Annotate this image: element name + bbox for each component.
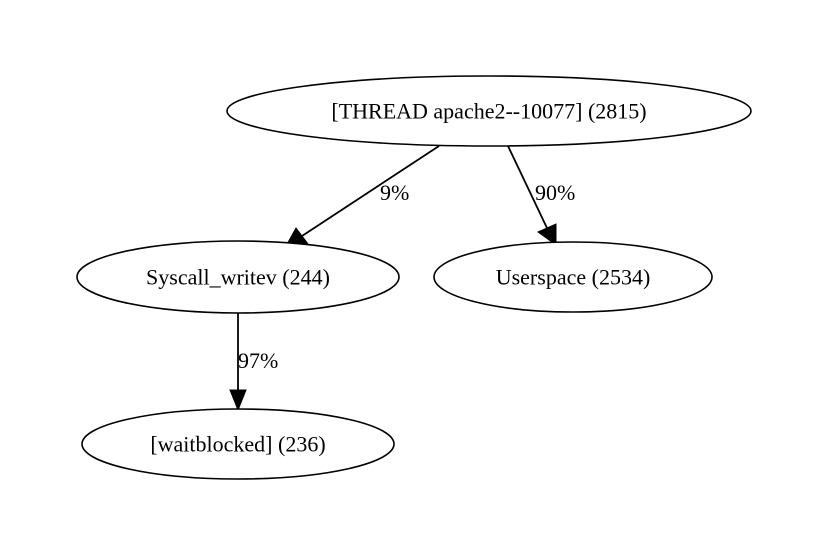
node-userspace: Userspace (2534) xyxy=(433,241,713,313)
node-label-syscall-writev: Syscall_writev (244) xyxy=(146,265,330,290)
edge-label-thread-userspace: 90% xyxy=(535,180,575,205)
node-label-userspace: Userspace (2534) xyxy=(496,265,651,290)
node-thread: [THREAD apache2--10077] (2815) xyxy=(226,75,752,147)
edge-syscall-waitblocked: 97% xyxy=(229,313,278,412)
edge-label-thread-syscall: 9% xyxy=(380,180,409,205)
node-waitblocked: [waitblocked] (236) xyxy=(81,408,395,480)
edge-label-syscall-waitblocked: 97% xyxy=(238,348,278,373)
node-label-thread: [THREAD apache2--10077] (2815) xyxy=(331,99,646,124)
node-label-waitblocked: [waitblocked] (236) xyxy=(150,432,325,457)
edge-thread-syscall: 9% xyxy=(285,145,440,247)
edge-thread-userspace: 90% xyxy=(507,145,575,246)
node-syscall-writev: Syscall_writev (244) xyxy=(76,240,400,314)
